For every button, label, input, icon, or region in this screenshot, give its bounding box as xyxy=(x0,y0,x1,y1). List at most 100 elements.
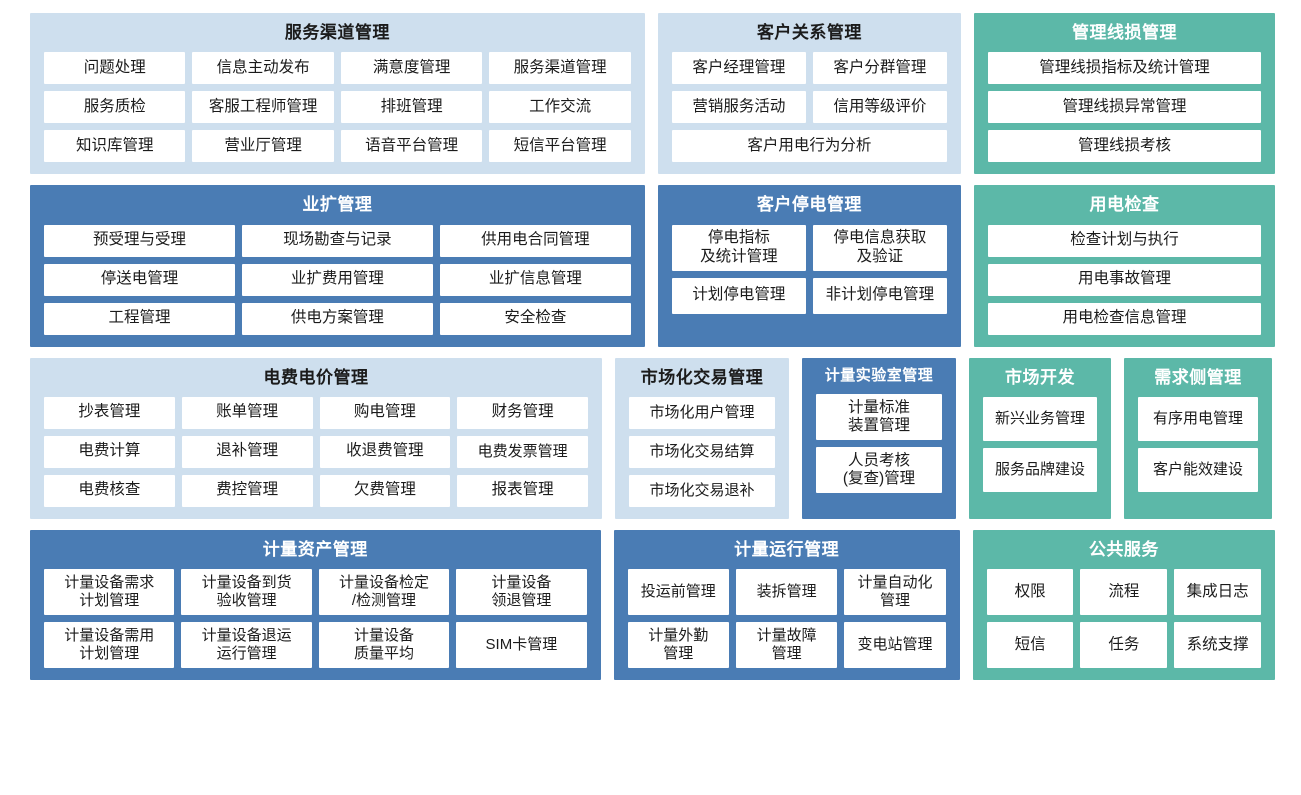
module-item[interactable]: 流程 xyxy=(1080,569,1168,615)
module-item[interactable]: 工作交流 xyxy=(489,91,631,124)
module-item[interactable]: 供电方案管理 xyxy=(241,302,433,335)
module-item[interactable]: 服务渠道管理 xyxy=(489,52,631,85)
module-item[interactable]: 现场勘查与记录 xyxy=(241,224,433,257)
module-item[interactable]: 客服工程师管理 xyxy=(192,91,334,124)
panel-items-service-channel: 问题处理 信息主动发布 满意度管理 服务渠道管理 服务质检 客服工程师管理 排班… xyxy=(44,52,631,163)
panel-items-line-loss: 管理线损指标及统计管理 管理线损异常管理 管理线损考核 xyxy=(987,52,1261,163)
module-item[interactable]: 服务质检 xyxy=(44,91,186,124)
module-item[interactable]: 计量设备需求 计划管理 xyxy=(44,569,175,615)
panel-items-metering-lab: 计量标准 装置管理 人员考核 (复查)管理 xyxy=(816,394,942,507)
module-item[interactable]: 新兴业务管理 xyxy=(983,396,1097,441)
panel-electricity-price: 电费电价管理 抄表管理 账单管理 购电管理 财务管理 电费计算 退补管理 收退费… xyxy=(30,357,602,519)
module-item[interactable]: 停电指标 及统计管理 xyxy=(671,224,806,271)
module-item[interactable]: 预受理与受理 xyxy=(44,224,235,257)
module-item[interactable]: 费控管理 xyxy=(181,474,313,507)
module-item[interactable]: 退补管理 xyxy=(181,435,313,468)
module-item[interactable]: 客户经理管理 xyxy=(671,52,806,85)
module-item[interactable]: 客户分群管理 xyxy=(812,52,947,85)
module-item[interactable]: 检查计划与执行 xyxy=(987,224,1261,257)
module-item[interactable]: 管理线损指标及统计管理 xyxy=(987,52,1261,85)
panel-items-electricity-price: 抄表管理 账单管理 购电管理 财务管理 电费计算 退补管理 收退费管理 电费发票… xyxy=(44,396,588,507)
module-item[interactable]: 业扩信息管理 xyxy=(439,263,631,296)
module-item[interactable]: 计量设备到货 验收管理 xyxy=(181,569,312,615)
module-item[interactable]: 计量设备需用 计划管理 xyxy=(44,622,175,668)
module-item[interactable]: 计量自动化 管理 xyxy=(844,569,946,615)
module-item[interactable]: 电费发票管理 xyxy=(457,435,588,468)
panel-items-business-expansion: 预受理与受理 现场勘查与记录 供用电合同管理 停送电管理 业扩费用管理 业扩信息… xyxy=(44,224,631,335)
module-item[interactable]: 计量设备检定 /检测管理 xyxy=(318,569,450,615)
module-item[interactable]: 任务 xyxy=(1080,622,1168,668)
module-item[interactable]: 短信平台管理 xyxy=(489,130,631,163)
module-item[interactable]: 欠费管理 xyxy=(319,474,451,507)
module-item[interactable]: 用电事故管理 xyxy=(987,263,1261,296)
module-item[interactable]: 电费计算 xyxy=(44,435,175,468)
panel-demand-side: 需求侧管理 有序用电管理 客户能效建设 xyxy=(1124,357,1272,519)
module-item[interactable]: 系统支撑 xyxy=(1174,622,1261,668)
module-item[interactable]: 停电信息获取 及验证 xyxy=(812,224,947,271)
panel-title-public-service: 公共服务 xyxy=(1088,539,1159,559)
module-item[interactable]: 管理线损异常管理 xyxy=(987,91,1261,124)
module-item[interactable]: 计量故障 管理 xyxy=(735,622,838,668)
module-item[interactable]: 市场化交易退补 xyxy=(629,474,775,507)
panel-title-market-trading: 市场化交易管理 xyxy=(640,367,764,387)
module-item[interactable]: 供用电合同管理 xyxy=(439,224,631,257)
module-item[interactable]: 权限 xyxy=(986,569,1074,615)
module-item[interactable]: 市场化用户管理 xyxy=(629,396,775,429)
module-item[interactable]: 工程管理 xyxy=(44,302,235,335)
panel-market-trading: 市场化交易管理 市场化用户管理 市场化交易结算 市场化交易退补 xyxy=(615,357,789,519)
diagram-row-3: 电费电价管理 抄表管理 账单管理 购电管理 财务管理 电费计算 退补管理 收退费… xyxy=(30,357,1275,519)
module-item[interactable]: SIM卡管理 xyxy=(456,622,587,668)
module-item[interactable]: 人员考核 (复查)管理 xyxy=(816,447,942,494)
module-item[interactable]: 计量设备退运 运行管理 xyxy=(181,622,312,668)
module-item[interactable]: 装拆管理 xyxy=(735,569,838,615)
module-item[interactable]: 营销服务活动 xyxy=(671,91,806,124)
module-item[interactable]: 营业厅管理 xyxy=(192,130,334,163)
panel-business-expansion: 业扩管理 预受理与受理 现场勘查与记录 供用电合同管理 停送电管理 业扩费用管理… xyxy=(30,185,645,347)
panel-items-customer-relation: 客户经理管理 客户分群管理 营销服务活动 信用等级评价 客户用电行为分析 xyxy=(671,52,947,163)
module-item[interactable]: 电费核查 xyxy=(44,474,175,507)
panel-title-line-loss: 管理线损管理 xyxy=(1071,23,1177,42)
module-item[interactable]: 计量设备 领退管理 xyxy=(456,569,587,615)
panel-title-business-expansion: 业扩管理 xyxy=(302,195,373,215)
module-item[interactable]: 安全检查 xyxy=(439,302,631,335)
module-item[interactable]: 计量外勤 管理 xyxy=(627,622,729,668)
module-item[interactable]: 问题处理 xyxy=(44,52,186,85)
module-item[interactable]: 收退费管理 xyxy=(319,435,451,468)
module-item[interactable]: 市场化交易结算 xyxy=(629,435,775,468)
module-item[interactable]: 财务管理 xyxy=(457,396,588,429)
panel-metering-operation: 计量运行管理 投运前管理 装拆管理 计量自动化 管理 计量外勤 管理 计量故障 … xyxy=(613,529,960,680)
module-item[interactable]: 投运前管理 xyxy=(627,569,729,615)
module-item[interactable]: 语音平台管理 xyxy=(340,130,483,163)
module-item[interactable]: 变电站管理 xyxy=(844,622,946,668)
module-item[interactable]: 排班管理 xyxy=(340,91,483,124)
module-item[interactable]: 管理线损考核 xyxy=(987,130,1261,163)
panel-title-metering-operation: 计量运行管理 xyxy=(734,539,840,559)
module-item[interactable]: 满意度管理 xyxy=(340,52,483,85)
module-item[interactable]: 计量标准 装置管理 xyxy=(816,394,942,441)
panel-items-power-inspection: 检查计划与执行 用电事故管理 用电检查信息管理 xyxy=(987,224,1261,335)
module-item[interactable]: 信息主动发布 xyxy=(192,52,334,85)
module-item[interactable]: 账单管理 xyxy=(181,396,313,429)
module-item[interactable]: 购电管理 xyxy=(319,396,451,429)
module-item[interactable]: 抄表管理 xyxy=(44,396,175,429)
panel-metering-asset: 计量资产管理 计量设备需求 计划管理 计量设备到货 验收管理 计量设备检定 /检… xyxy=(30,529,601,680)
module-item[interactable]: 报表管理 xyxy=(457,474,588,507)
module-item[interactable]: 信用等级评价 xyxy=(812,91,947,124)
panel-title-demand-side: 需求侧管理 xyxy=(1154,367,1242,387)
module-item[interactable]: 计划停电管理 xyxy=(671,277,806,314)
module-item[interactable]: 计量设备 质量平均 xyxy=(318,622,450,668)
module-item[interactable]: 有序用电管理 xyxy=(1138,396,1258,441)
module-item[interactable]: 客户能效建设 xyxy=(1138,447,1258,492)
module-item[interactable]: 服务品牌建设 xyxy=(983,447,1097,492)
module-item[interactable]: 停送电管理 xyxy=(44,263,235,296)
module-item[interactable]: 非计划停电管理 xyxy=(812,277,947,314)
module-item[interactable]: 短信 xyxy=(986,622,1074,668)
module-item[interactable]: 客户用电行为分析 xyxy=(671,130,947,163)
module-item[interactable]: 集成日志 xyxy=(1174,569,1261,615)
module-item[interactable]: 知识库管理 xyxy=(44,130,186,163)
module-item[interactable]: 业扩费用管理 xyxy=(241,263,433,296)
panel-items-metering-asset: 计量设备需求 计划管理 计量设备到货 验收管理 计量设备检定 /检测管理 计量设… xyxy=(44,569,587,668)
panel-title-customer-relation: 客户关系管理 xyxy=(756,23,862,42)
module-item[interactable]: 用电检查信息管理 xyxy=(987,302,1261,335)
